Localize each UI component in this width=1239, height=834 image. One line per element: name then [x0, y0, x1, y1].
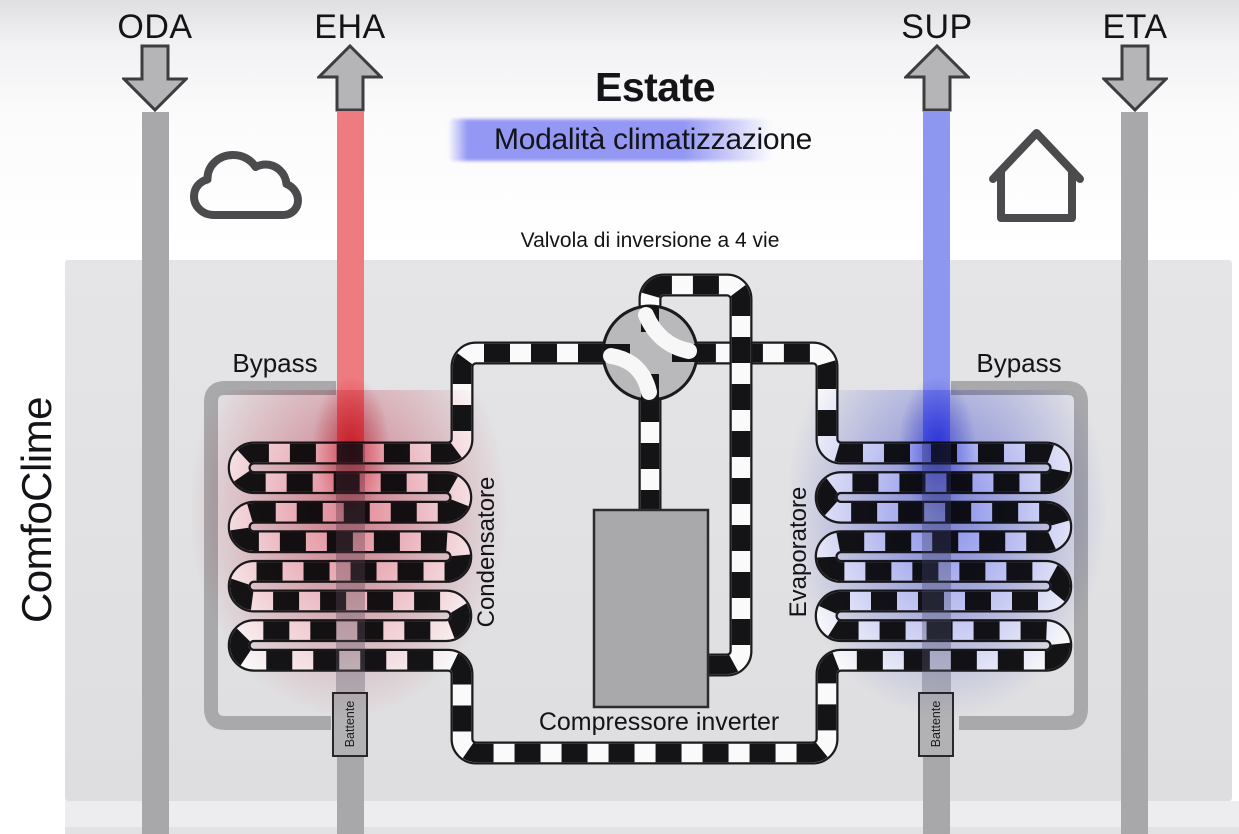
subtitle-highlight — [448, 119, 776, 161]
eta-down-arrow-icon — [1100, 44, 1170, 113]
sup-label: SUP — [901, 8, 973, 46]
left-damper-label: Battente — [343, 700, 357, 748]
eta-pipe — [1121, 112, 1148, 834]
cloud-icon — [184, 146, 308, 229]
right-duct-band — [922, 443, 951, 693]
floor-edge — [65, 827, 1239, 834]
right-damper-pipe — [923, 757, 950, 834]
sup-pipe — [923, 112, 950, 443]
valve-label: Valvola di inversione a 4 vie — [520, 229, 780, 252]
mode-subtitle: Modalità climatizzazione — [494, 123, 812, 156]
oda-down-arrow-icon — [120, 44, 190, 113]
condenser-label: Condensatore — [473, 476, 500, 628]
left-bypass-label: Bypass — [232, 348, 318, 378]
left-duct-band — [336, 443, 365, 693]
left-damper-pipe — [337, 757, 364, 834]
eha-up-arrow-icon — [315, 43, 385, 112]
eha-label: EHA — [314, 8, 386, 46]
oda-label: ODA — [117, 8, 193, 46]
compressor-label: Compressore inverter — [538, 708, 780, 736]
sup-up-arrow-icon — [902, 43, 972, 112]
device-name: ComfoClime — [13, 396, 60, 624]
evaporator-label: Evaporatore — [785, 486, 812, 618]
right-damper-label: Battente — [929, 700, 943, 748]
eha-pipe — [337, 112, 364, 443]
mode-title: Estate — [594, 64, 716, 110]
oda-pipe — [142, 112, 169, 834]
eta-label: ETA — [1102, 8, 1168, 46]
right-bypass-label: Bypass — [976, 348, 1062, 378]
house-icon — [988, 122, 1085, 229]
